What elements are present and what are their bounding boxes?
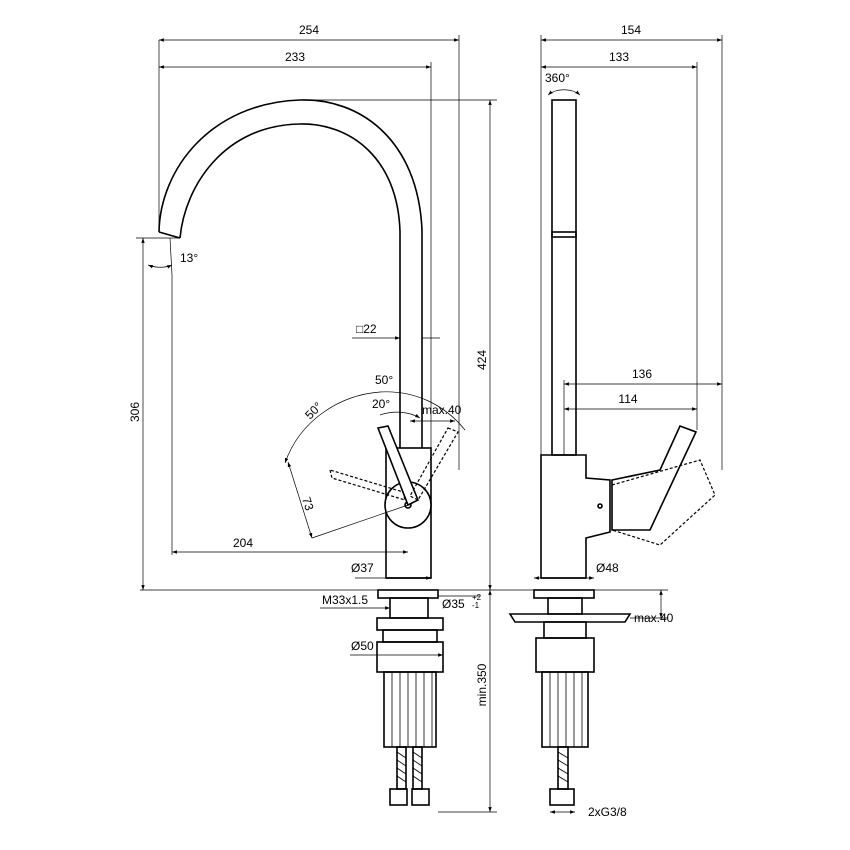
side-view: 154 133 360° 136 114 Ø48 max.40 2xG3/8 bbox=[497, 23, 723, 819]
spout-inner bbox=[179, 123, 401, 448]
angle-13-arc bbox=[147, 264, 173, 269]
hose-fitting-left bbox=[389, 788, 408, 806]
side-flange bbox=[533, 589, 595, 599]
dim-73-line bbox=[287, 461, 313, 539]
side-hose-braid bbox=[557, 751, 569, 783]
lever-alt-left bbox=[329, 469, 406, 501]
dim-min350: min.350 bbox=[475, 663, 489, 706]
sleeve-ribs bbox=[391, 672, 433, 747]
dim-d48: Ø48 bbox=[596, 561, 619, 575]
hose-braid bbox=[396, 751, 423, 783]
dim-d35-tol-minus: -1 bbox=[472, 601, 480, 610]
side-plate bbox=[508, 613, 632, 623]
dim-136: 136 bbox=[632, 367, 652, 381]
side-aerator bbox=[551, 231, 577, 238]
dim-154: 154 bbox=[621, 23, 641, 37]
side-nut-body bbox=[535, 637, 595, 673]
dim-114: 114 bbox=[618, 392, 637, 406]
fixing-plate bbox=[376, 617, 444, 631]
fixing-nut bbox=[382, 629, 438, 643]
dim-254: 254 bbox=[299, 23, 319, 37]
side-indicator bbox=[597, 503, 603, 509]
dim-connections: 2xG3/8 bbox=[588, 805, 627, 819]
thread-upper bbox=[389, 597, 429, 619]
dim-max40-counter: max.40 bbox=[634, 611, 674, 625]
base-flange bbox=[377, 589, 439, 599]
dim-13deg: 13° bbox=[180, 251, 198, 265]
dim-d35: Ø35 bbox=[442, 597, 465, 611]
side-body bbox=[540, 454, 611, 579]
front-view: 254 233 424 306 13° □22 50° 20° 50° max.… bbox=[128, 23, 497, 813]
rotation-arc bbox=[547, 89, 581, 96]
dim-133: 133 bbox=[609, 50, 629, 64]
dim-d50: Ø50 bbox=[351, 639, 374, 653]
side-sleeve-ribs bbox=[549, 672, 583, 747]
lever-alt-right bbox=[409, 427, 459, 501]
angle-13-ref bbox=[169, 237, 173, 276]
dim-d35-tol-plus: +2 bbox=[472, 593, 482, 602]
side-nut bbox=[543, 621, 587, 639]
lever bbox=[376, 425, 420, 507]
dim-73-ext bbox=[311, 504, 409, 539]
side-lever-alt bbox=[611, 459, 716, 546]
dim-306: 306 bbox=[128, 402, 142, 422]
side-sleeve bbox=[541, 671, 589, 748]
dim-max40-lever: max.40 bbox=[422, 403, 462, 417]
dim-d37: Ø37 bbox=[351, 561, 374, 575]
side-fitting bbox=[549, 788, 575, 806]
dim-square-22: □22 bbox=[356, 322, 377, 336]
dim-360deg: 360° bbox=[545, 71, 570, 85]
dim-50deg-top: 50° bbox=[375, 373, 393, 387]
angle-20-arc bbox=[379, 411, 421, 419]
dim-233: 233 bbox=[285, 50, 305, 64]
nut-body bbox=[376, 641, 444, 673]
dim-424: 424 bbox=[475, 350, 489, 370]
angle-50-arc bbox=[284, 391, 466, 464]
dim-50deg-left: 50° bbox=[302, 399, 325, 422]
side-thread bbox=[547, 597, 583, 615]
spout-outline bbox=[158, 99, 423, 448]
dim-204: 204 bbox=[233, 536, 253, 550]
dim-20deg: 20° bbox=[372, 397, 390, 411]
hose-fitting-right bbox=[411, 788, 430, 806]
spout-outlet bbox=[158, 231, 181, 239]
dim-thread: M33x1.5 bbox=[322, 593, 368, 607]
ribbed-sleeve bbox=[383, 671, 437, 748]
side-lever bbox=[611, 424, 698, 531]
dim-73: 73 bbox=[299, 495, 317, 512]
